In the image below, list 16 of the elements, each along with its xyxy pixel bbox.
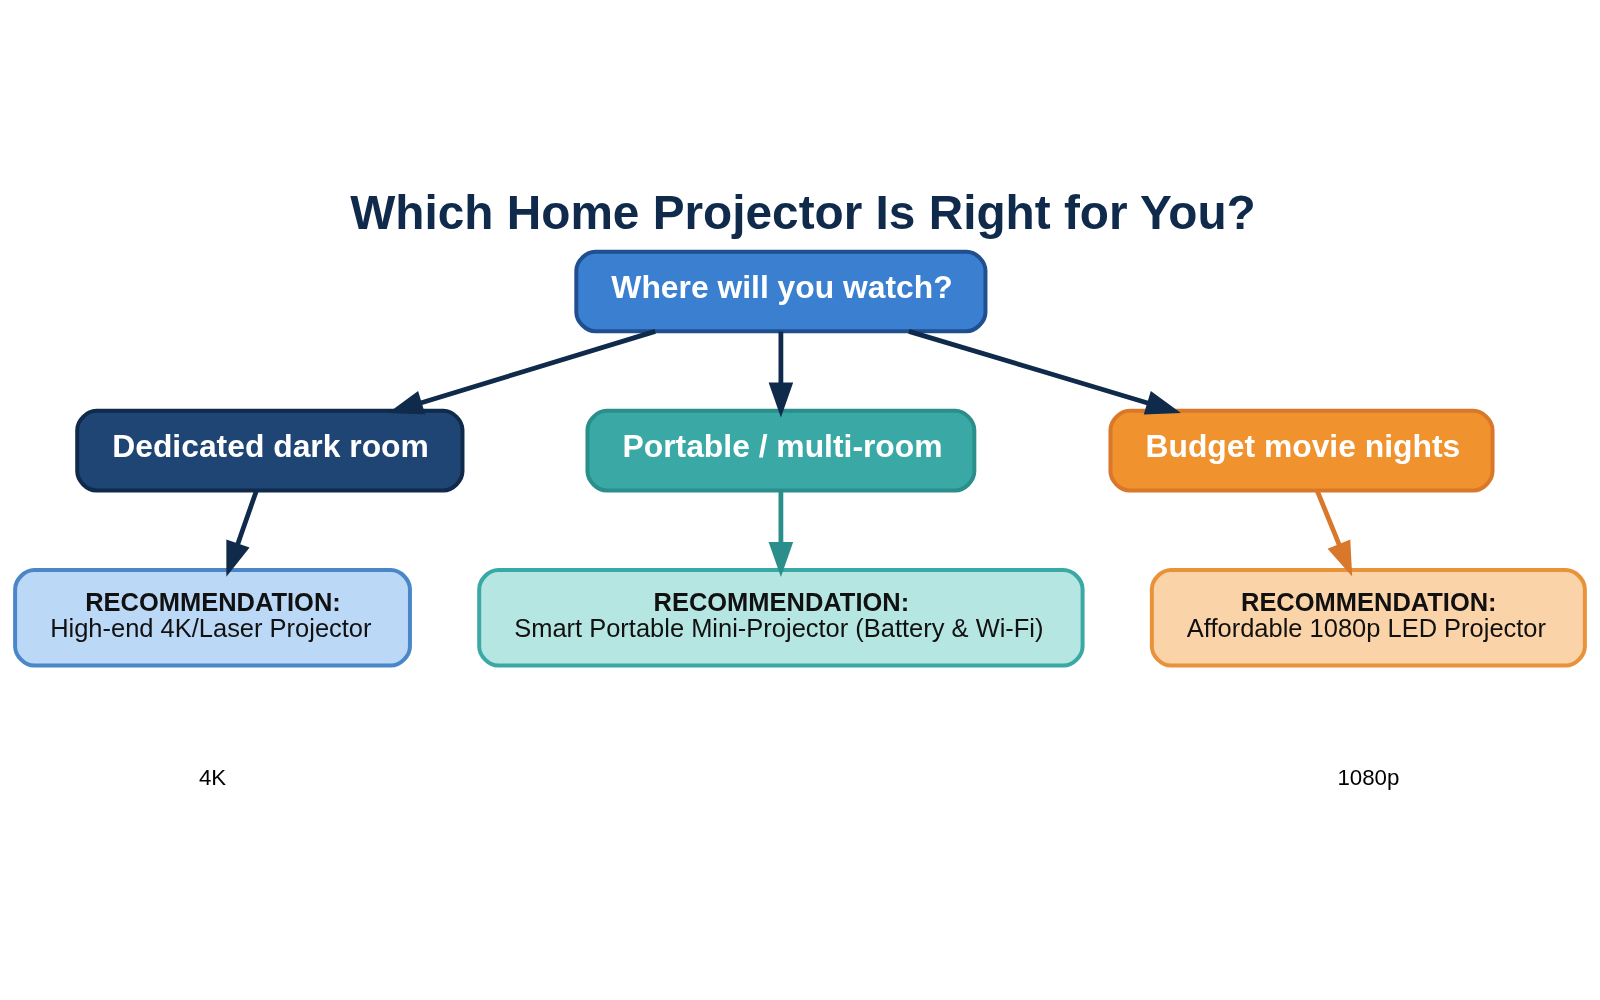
label: 1080p <box>1337 765 1400 791</box>
node-box: Portable / multi-room <box>585 408 977 493</box>
label: 4K <box>198 765 227 791</box>
node-box: Where will you watch? <box>574 249 988 334</box>
node-box: RECOMMENDATION: High-end 4K/Laser Projector <box>13 568 412 668</box>
arrow <box>768 490 794 578</box>
arrow <box>908 329 1181 415</box>
arrow <box>768 331 794 418</box>
arrow <box>1314 489 1353 577</box>
node-box: RECOMMENDATION: Smart Portable Mini-Projector (Battery & Wi-Fi) <box>477 568 1085 668</box>
node-box: Dedicated dark room <box>75 408 465 493</box>
arrow <box>388 329 656 415</box>
diagram-title: Which Home Projector Is Right for You? <box>350 186 1256 240</box>
node-box: Budget movie nights <box>1108 408 1495 493</box>
node-box: RECOMMENDATION: Affordable 1080p LED Projector <box>1149 568 1587 668</box>
arrow <box>226 489 259 577</box>
